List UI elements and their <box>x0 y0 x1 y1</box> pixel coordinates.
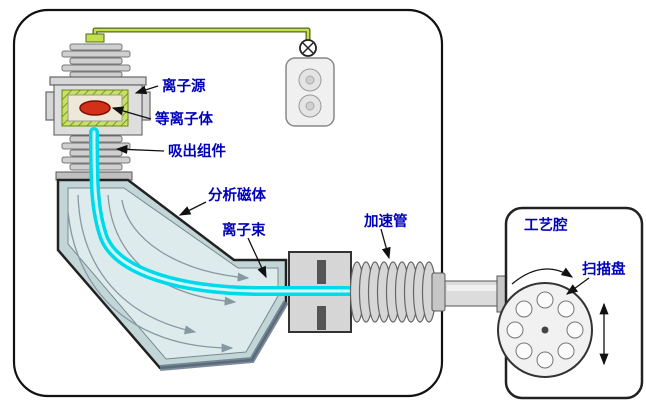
scan-disk <box>497 282 593 378</box>
rotation-arrow-icon <box>511 267 574 285</box>
wafer-slot <box>557 342 575 360</box>
ion-beam-path <box>89 127 445 296</box>
label-analysis-magnet: 分析磁体 <box>208 186 266 204</box>
electrode-slot <box>317 260 326 284</box>
power-supply-box <box>285 57 335 127</box>
wafer-slot <box>566 321 584 339</box>
wafer-slot <box>515 300 533 318</box>
hv-wire <box>85 27 311 43</box>
wafer-slot <box>557 300 575 318</box>
label-pointers <box>111 85 590 295</box>
insulator-stack-top <box>61 43 131 78</box>
flange <box>431 272 446 312</box>
label-scan-disk: 扫描盘 <box>582 260 626 278</box>
label-process-chamber: 工艺腔 <box>524 216 568 234</box>
wafer-slot <box>536 351 554 369</box>
label-ion-source: 离子源 <box>162 77 206 95</box>
ion-source-body <box>45 76 151 136</box>
acceleration-tube-bellows <box>349 261 437 323</box>
label-plasma: 等离子体 <box>155 110 213 128</box>
label-extraction-assembly: 吸出组件 <box>168 142 226 160</box>
electrode-slot <box>317 306 326 330</box>
label-acceleration-tube: 加速管 <box>363 212 408 230</box>
wafer-slot <box>506 321 524 339</box>
field-lines <box>67 194 250 353</box>
disk-hub <box>541 326 549 334</box>
wafer-slot <box>515 342 533 360</box>
wafer-slot <box>536 291 554 309</box>
beamline-shaft <box>431 272 510 313</box>
magnet-pole-edge <box>159 300 289 371</box>
plasma-glow <box>79 100 111 116</box>
labels: 离子源 等离子体 吸出组件 分析磁体 离子束 加速管 工艺腔 扫描盘 <box>155 77 626 278</box>
beam-core <box>92 130 442 293</box>
process-chamber <box>497 206 644 400</box>
lamp-icon <box>299 39 317 57</box>
label-ion-beam: 离子束 <box>222 221 266 239</box>
wire-terminal <box>85 33 105 43</box>
